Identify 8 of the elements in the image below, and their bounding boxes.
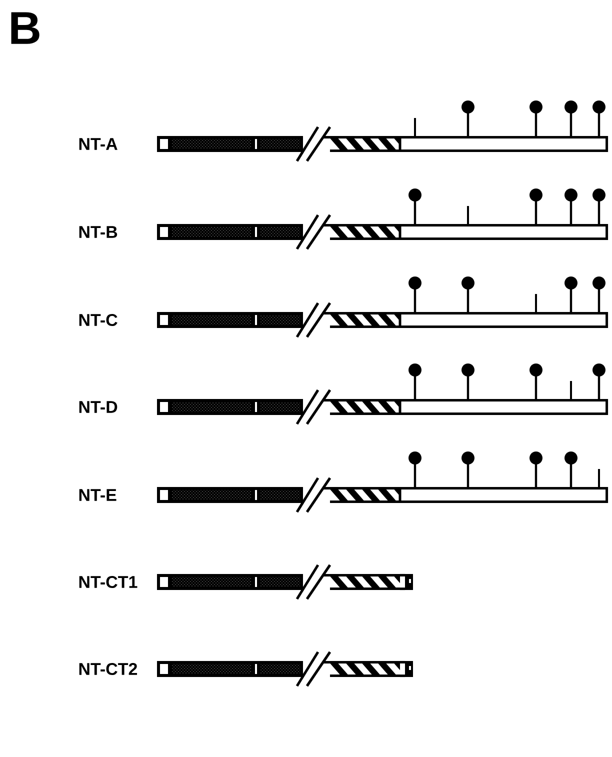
construct-label: NT-CT2 (79, 662, 138, 676)
construct-label: NT-CT1 (79, 576, 138, 588)
construct-label: NT-B (79, 226, 118, 238)
construct-label: NT-D (79, 401, 118, 413)
panel-letter: B (11, 12, 40, 44)
construct-label: NT-A (79, 138, 118, 150)
construct-label: NT-E (79, 489, 116, 501)
construct-label: NT-C (79, 314, 118, 326)
